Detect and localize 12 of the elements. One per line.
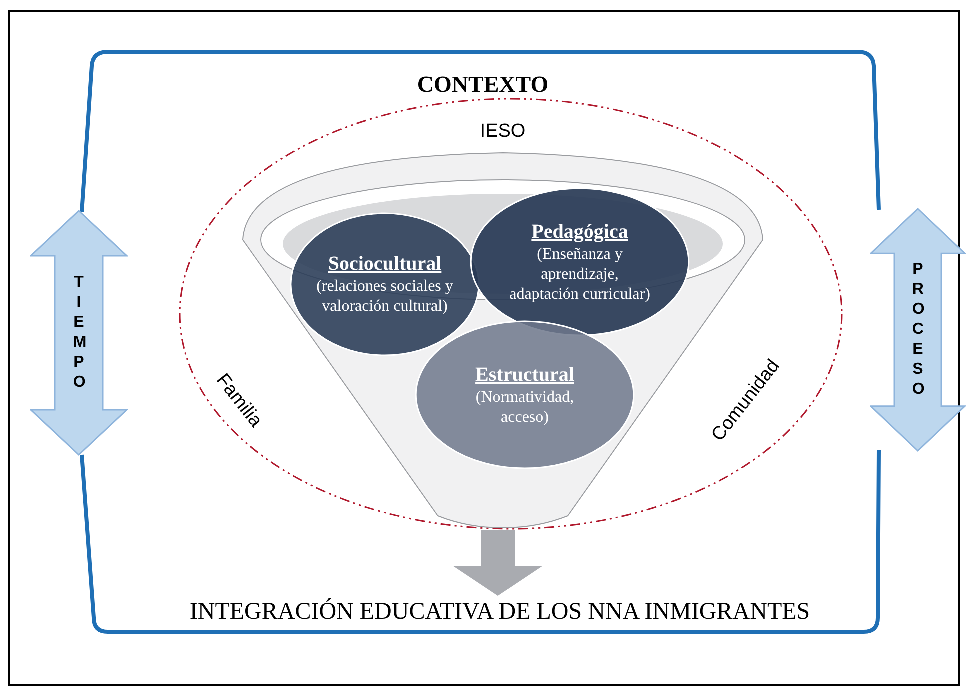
outcome-text: INTEGRACIÓN EDUCATIVA DE LOS NNA INMIGRANTES <box>190 597 810 627</box>
bubble-heading: Pedagógica <box>532 220 628 244</box>
bubble-description: (Normatividad, acceso) <box>474 388 576 428</box>
funnel-heading: IESO <box>479 120 527 144</box>
bubble-description: (Enseñanza y aprendizaje, adaptación curricular) <box>508 244 652 304</box>
context-title: CONTEXTO <box>416 71 550 99</box>
bubble-description: (relaciones sociales y valoración cultural) <box>316 277 454 317</box>
vertical-text: PROCESO <box>912 260 924 400</box>
bubble-heading: Estructural <box>476 362 574 388</box>
block-arrow <box>453 530 543 596</box>
bubble-heading: Sociocultural <box>328 252 442 277</box>
vertical-text: TIEMPO <box>73 273 85 393</box>
